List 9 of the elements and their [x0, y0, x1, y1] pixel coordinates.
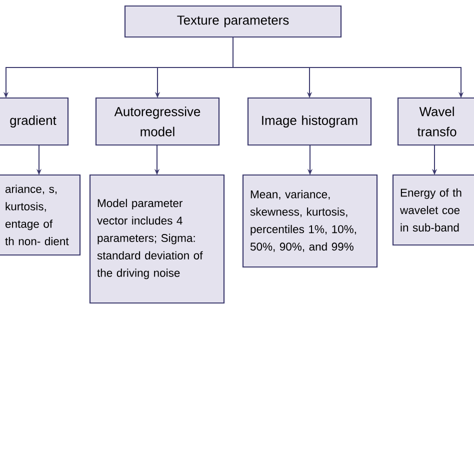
- parameter-box: Image histogram: [247, 97, 372, 146]
- description-box: Energy of th wavelet coe in sub-band: [392, 174, 474, 246]
- description-box: ariance, s, kurtosis, entage of th non- dient: [0, 174, 81, 256]
- description-box: Mean, variance, skewness, kurtosis, percentiles 1%, 10%, 50%, 90%, and 99%: [242, 174, 378, 268]
- description-box: Model parameter vector includes 4 parameters; Sigma: standard deviation of the driving noise: [89, 174, 225, 304]
- parameter-box: gradient: [0, 97, 69, 146]
- parameter-box: Wavel transfo: [397, 97, 474, 146]
- title-box: Texture parameters: [124, 5, 342, 38]
- parameter-box: Autoregressive model: [95, 97, 220, 146]
